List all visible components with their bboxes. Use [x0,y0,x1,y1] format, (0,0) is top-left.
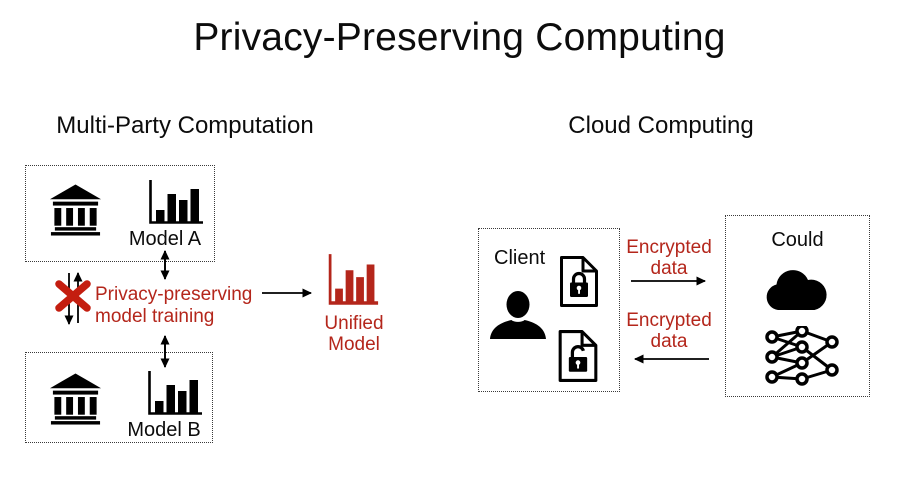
page-title: Privacy-Preserving Computing [193,16,726,59]
mpc-section-heading: Multi-Party Computation [56,112,314,139]
document-lock-open-icon [558,330,598,382]
encrypted-data-download-label: Encrypted data [626,310,712,352]
privacy-preserving-training-label: Privacy-preserving model training [95,284,253,327]
person-icon [490,291,546,339]
client-label: Client [494,247,546,269]
bar-chart-icon [148,371,202,415]
document-lock-closed-icon [560,256,598,307]
model-a-label: Model A [128,228,202,250]
cloud-server-label: Could [771,229,824,251]
bar-chart-icon [149,180,203,224]
client-box: Client [478,228,620,392]
cloud-icon [766,270,827,310]
bank-icon [49,184,102,236]
party-b-box: Model B [25,352,213,443]
neural-network-icon [765,326,839,386]
bank-icon [49,373,102,425]
cross-x-icon [55,280,91,312]
cloud-section-heading: Cloud Computing [568,112,754,139]
cloud-server-box: Could [725,215,870,397]
party-a-box: Model A [25,165,215,262]
unified-model-chart-icon [328,254,379,305]
unified-model-label: Unified Model [324,313,384,355]
model-b-label: Model B [127,419,201,441]
encrypted-data-upload-label: Encrypted data [626,237,712,279]
